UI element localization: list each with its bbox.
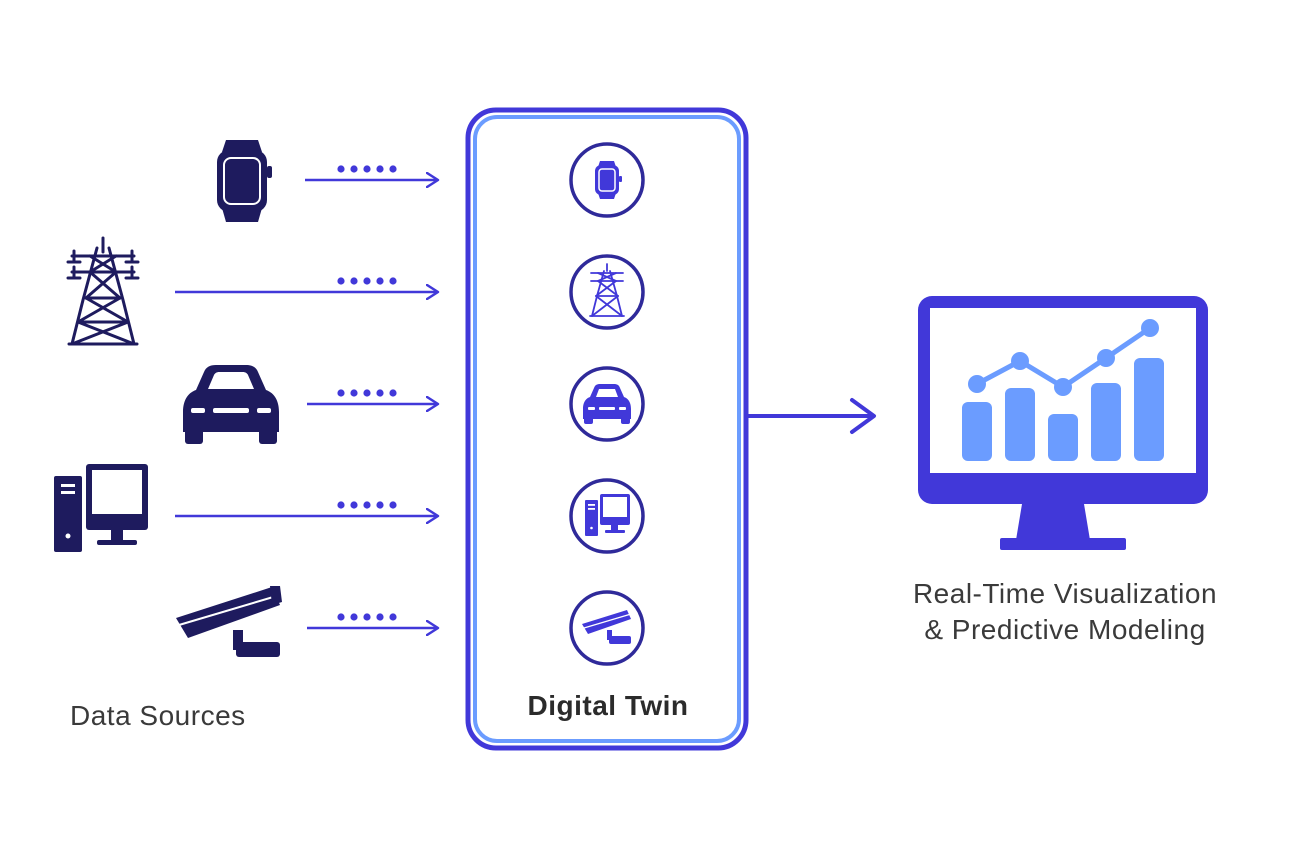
output-label-line1: Real-Time Visualization [912,578,1218,609]
data-sources-label: Data Sources [70,700,246,731]
digital-twin-label: Digital Twin [527,690,689,721]
monitor-chart-icon [918,296,1208,550]
power-tower-icon [66,236,140,346]
output-label-line2: & Predictive Modeling [924,614,1206,645]
source-arrow-2 [175,277,438,292]
twin-power-tower-icon [569,254,645,330]
twin-security-camera-icon [569,590,645,666]
twin-car-icon [569,366,645,442]
source-arrow-1 [305,165,438,180]
twin-desktop-computer-icon [569,478,645,554]
source-arrow-4 [175,501,438,516]
source-arrow-3 [307,389,438,404]
source-arrow-5 [307,613,438,628]
desktop-computer-icon [54,464,148,552]
output-label: Real-Time Visualization & Predictive Mod… [860,576,1270,648]
security-camera-icon [176,586,282,657]
smartwatch-icon [217,140,272,222]
car-icon [183,365,279,444]
twin-smartwatch-icon [569,142,645,218]
